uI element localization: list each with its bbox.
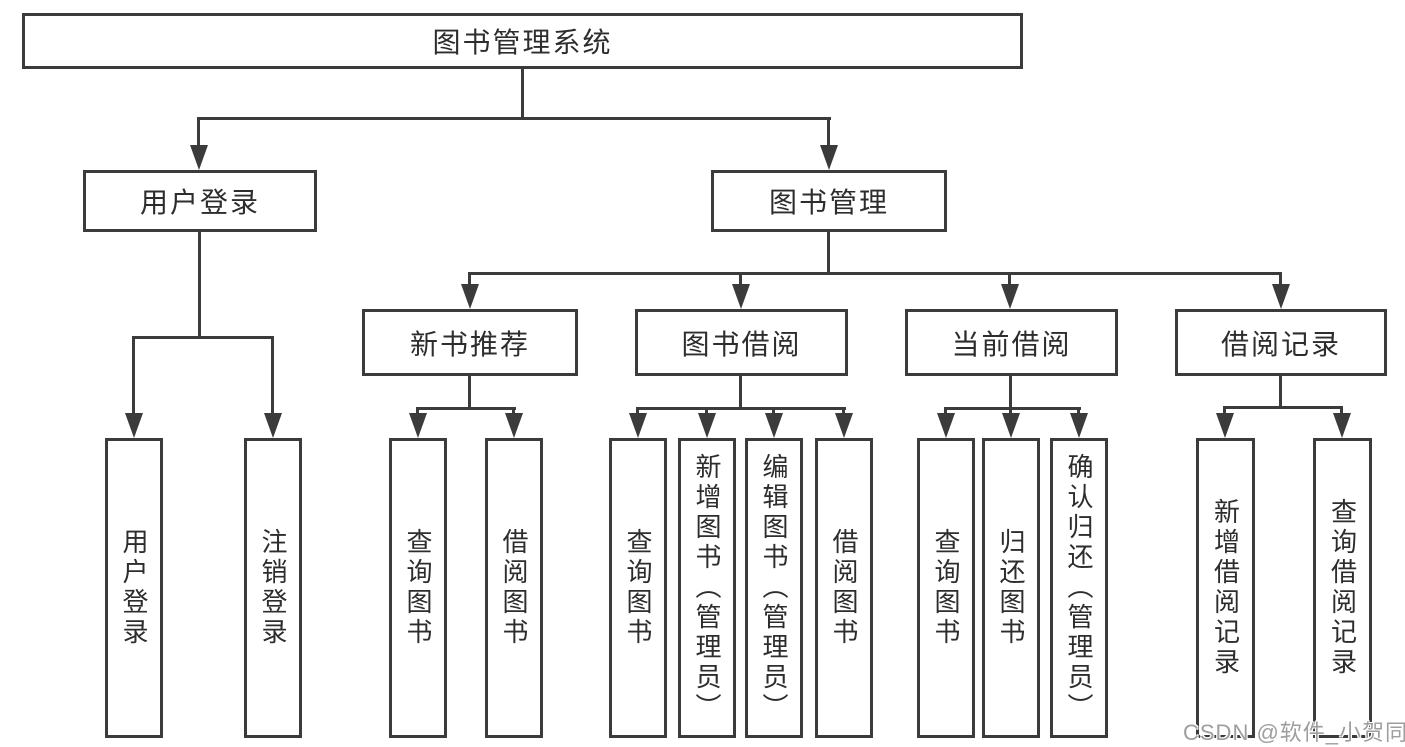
leaf-query-books-recommend: 查询图书 xyxy=(389,438,447,738)
connector-group1-rail xyxy=(416,407,516,410)
arrow-group2-leaf2 xyxy=(697,407,716,438)
arrow-to-borrow-records xyxy=(1271,272,1290,309)
connector-group4-stem xyxy=(1279,376,1282,406)
leaf-add-book-admin: 新增图书（管理员） xyxy=(678,438,736,738)
node-book-management: 图书管理 xyxy=(711,170,947,232)
leaf-query-books-borrow: 查询图书 xyxy=(609,438,667,738)
arrow-group3-leaf2 xyxy=(1001,407,1020,438)
node-current-borrow: 当前借阅 xyxy=(905,309,1118,376)
arrow-group2-leaf1 xyxy=(628,407,647,438)
connector-mgmt-stem xyxy=(827,232,830,272)
connector-login-rail xyxy=(132,336,273,339)
leaf-return-book: 归还图书 xyxy=(982,438,1040,738)
arrow-to-new-book-recommend xyxy=(460,272,479,309)
connector-group1-stem xyxy=(468,376,471,407)
connector-group3-rail xyxy=(944,407,1081,410)
arrow-group2-leaf3 xyxy=(764,407,783,438)
arrow-group4-leaf1 xyxy=(1215,406,1234,438)
leaf-query-books-current: 查询图书 xyxy=(917,438,975,738)
leaf-borrow-books: 借阅图书 xyxy=(815,438,873,738)
arrow-group1-leaf1 xyxy=(408,407,427,438)
connector-mgmt-rail xyxy=(468,272,1282,275)
arrow-to-book-management xyxy=(819,117,838,170)
leaf-confirm-return-admin: 确认归还（管理员） xyxy=(1050,438,1108,738)
connector-group2-rail xyxy=(636,407,846,410)
connector-root-rail xyxy=(198,117,831,120)
arrow-group3-leaf1 xyxy=(936,407,955,438)
node-book-borrow: 图书借阅 xyxy=(635,309,848,376)
leaf-borrow-books-recommend: 借阅图书 xyxy=(485,438,543,738)
connector-group3-stem xyxy=(1009,376,1012,407)
arrow-to-book-borrow xyxy=(731,272,750,309)
leaf-add-borrow-record: 新增借阅记录 xyxy=(1196,438,1255,738)
arrow-group4-leaf2 xyxy=(1332,406,1351,438)
leaf-edit-book-admin: 编辑图书（管理员） xyxy=(745,438,803,738)
connector-group4-rail xyxy=(1223,406,1343,409)
csdn-watermark: CSDN @软件_小贺同学 xyxy=(1183,720,1405,745)
arrow-to-leaf-logout xyxy=(263,336,282,438)
arrow-group2-leaf4 xyxy=(834,407,853,438)
arrow-to-current-borrow xyxy=(1000,272,1019,309)
leaf-logout: 注销登录 xyxy=(244,438,302,738)
arrow-group3-leaf3 xyxy=(1069,407,1088,438)
leaf-query-borrow-record: 查询借阅记录 xyxy=(1313,438,1372,738)
node-library-system: 图书管理系统 xyxy=(22,13,1023,69)
node-new-book-recommend: 新书推荐 xyxy=(362,309,578,376)
arrow-to-leaf-user-login xyxy=(124,336,143,438)
node-user-login: 用户登录 xyxy=(83,170,317,232)
arrow-to-user-login xyxy=(189,117,208,170)
connector-login-stem xyxy=(198,232,201,336)
leaf-user-login: 用户登录 xyxy=(105,438,163,738)
connector-group2-stem xyxy=(739,376,742,407)
connector-root-stem xyxy=(521,68,524,117)
arrow-group1-leaf2 xyxy=(504,407,523,438)
node-borrow-records: 借阅记录 xyxy=(1175,309,1387,376)
